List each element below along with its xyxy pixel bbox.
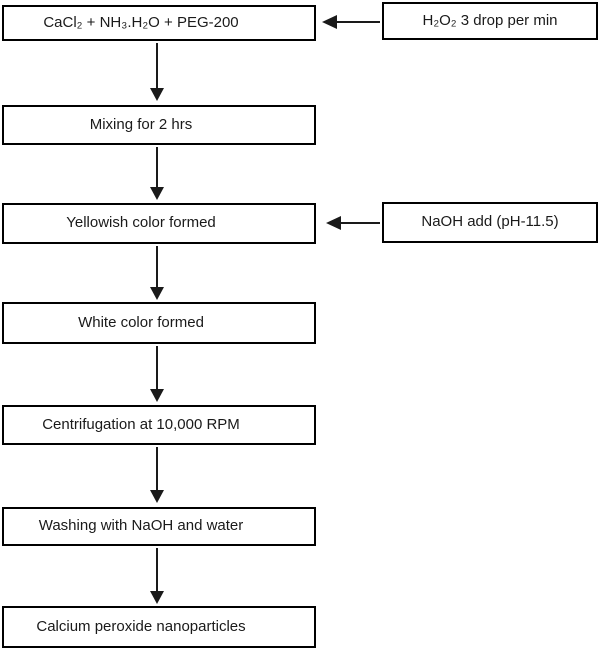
arrow-white-to-centrifugation <box>150 346 164 402</box>
flow-step-white-color: White color formed <box>2 302 316 344</box>
flow-step-washing: Washing with NaOH and water <box>2 507 316 546</box>
arrow-washing-to-nanoparticles <box>150 548 164 604</box>
flow-step-centrifugation: Centrifugation at 10,000 RPM <box>2 405 316 445</box>
arrow-mixing-to-yellowish <box>150 147 164 200</box>
flow-step-yellowish-color: Yellowish color formed <box>2 203 316 244</box>
arrow-reactants-to-mixing <box>150 43 164 101</box>
flow-step-mixing: Mixing for 2 hrs <box>2 105 316 145</box>
arrow-naoh-to-yellowish <box>326 216 380 230</box>
flow-step-reactants: CaCl₂ + NH₃.H₂O + PEG-200 <box>2 5 316 41</box>
flow-step-nanoparticles: Calcium peroxide nanoparticles <box>2 606 316 648</box>
arrow-yellowish-to-white <box>150 246 164 300</box>
arrow-h2o2-to-reactants <box>322 15 380 29</box>
arrow-centrifugation-to-washing <box>150 447 164 503</box>
side-input-naoh: NaOH add (pH-11.5) <box>382 202 598 243</box>
side-input-h2o2: H₂O₂ 3 drop per min <box>382 2 598 40</box>
